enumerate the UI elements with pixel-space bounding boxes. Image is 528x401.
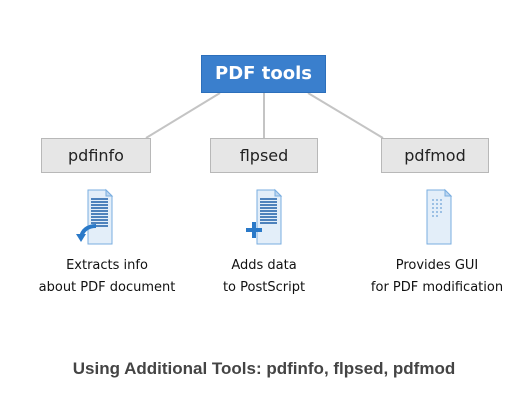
flpsed-description-line1: Adds data — [231, 258, 297, 273]
pdfinfo-description-line2: about PDF document — [38, 280, 176, 295]
tool-node-pdfinfo: pdfinfo — [41, 138, 151, 173]
connector-root-to-pdfmod — [307, 92, 384, 139]
flpsed-description-line2: to PostScript — [222, 280, 306, 295]
document-dotted-icon — [426, 188, 453, 245]
pdfinfo-description: Extracts info about PDF document — [17, 255, 197, 299]
flpsed-description: Adds data to PostScript — [174, 255, 354, 299]
tool-node-pdfmod: pdfmod — [381, 138, 489, 173]
document-with-return-arrow-icon — [76, 188, 114, 245]
figure-caption: Using Additional Tools: pdfinfo, flpsed,… — [72, 359, 456, 378]
connector-root-to-pdfinfo — [145, 92, 221, 139]
root-node-pdf-tools: PDF tools — [201, 55, 326, 93]
pdfmod-description-line1: Provides GUI — [395, 258, 479, 273]
document-with-plus-icon — [246, 188, 283, 245]
pdfmod-description-line2: for PDF modification — [370, 280, 504, 295]
tool-node-flpsed: flpsed — [210, 138, 318, 173]
pdfmod-description: Provides GUI for PDF modification — [347, 255, 527, 299]
pdfinfo-description-line1: Extracts info — [66, 258, 148, 273]
